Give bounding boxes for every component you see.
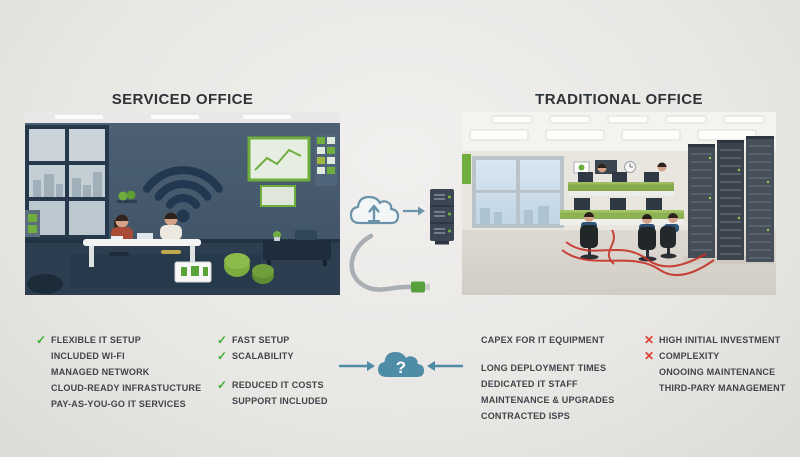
worker-1 bbox=[580, 212, 599, 260]
list-item: CLOUD-READY INFRASTUCTURE bbox=[36, 380, 201, 396]
worker-3 bbox=[660, 213, 679, 259]
plant bbox=[117, 190, 137, 203]
back-desk-row bbox=[568, 162, 674, 196]
serviced-office-scene bbox=[25, 112, 340, 295]
server-icon bbox=[430, 189, 454, 245]
traditional-drawbacks-primary-list: CAPEX FOR IT EQUIPMENT LONG DEPLOYMENT T… bbox=[481, 332, 614, 424]
server-racks bbox=[684, 136, 774, 264]
network-cables bbox=[561, 229, 715, 276]
cloud-upload-icon bbox=[349, 195, 400, 225]
list-item: ✓ FLEXIBLE IT SETUP bbox=[36, 332, 201, 348]
wall-displays bbox=[247, 134, 337, 207]
serviced-office-title: SERVICED OFFICE bbox=[111, 91, 254, 108]
traditional-office-scene bbox=[462, 112, 776, 295]
arrow-right-icon bbox=[403, 206, 425, 216]
list-item-label: PAY-AS-YOU-GO IT SERVICES bbox=[51, 399, 186, 409]
list-item: LONG DEPLOYMENT TIMES bbox=[481, 360, 614, 376]
wifi-icon bbox=[143, 166, 223, 223]
window bbox=[25, 125, 109, 239]
question-mark: ? bbox=[396, 358, 406, 377]
floor-sign bbox=[174, 261, 212, 283]
serviced-office-illustration bbox=[25, 112, 340, 295]
list-item: CONTRACTED ISPS bbox=[481, 408, 614, 424]
list-item-label: REDUCED IT COSTS bbox=[232, 380, 324, 390]
check-icon: ✓ bbox=[36, 333, 47, 347]
list-item-label: HIGH INITIAL INVESTMENT bbox=[659, 335, 781, 345]
person-right bbox=[160, 212, 182, 240]
cross-icon: ✕ bbox=[644, 349, 655, 363]
list-item: MANAGED NETWORK bbox=[36, 364, 201, 380]
serviced-benefits-primary-list: ✓ FLEXIBLE IT SETUP INCLUDED WI-FI MANAG… bbox=[36, 332, 201, 412]
list-item-label: SUPPORT INCLUDED bbox=[232, 396, 328, 406]
list-item-label: CLOUD-READY INFRASTUCTURE bbox=[51, 383, 202, 393]
ethernet-cable-icon bbox=[349, 233, 430, 293]
list-item-label: CONTRACTED ISPS bbox=[481, 411, 571, 421]
list-item-label: FLEXIBLE IT SETUP bbox=[51, 335, 141, 345]
check-icon: ✓ bbox=[217, 378, 228, 392]
media-cabinet bbox=[263, 230, 331, 266]
list-gap bbox=[481, 348, 614, 360]
list-item: CAPEX FOR IT EQUIPMENT bbox=[481, 332, 614, 348]
list-item-label: MANAGED NETWORK bbox=[51, 367, 150, 377]
list-item-label: INCLUDED WI-FI bbox=[51, 351, 125, 361]
desk bbox=[83, 233, 201, 267]
list-item-label: SCALABILITY bbox=[232, 351, 294, 361]
list-item: ✓ SCALABILITY bbox=[217, 348, 328, 364]
list-item-label: COMPLEXITY bbox=[659, 351, 720, 361]
question-cloud-icon: ? bbox=[378, 352, 424, 377]
list-item: DEDICATED IT STAFF bbox=[481, 376, 614, 392]
list-item: INCLUDED WI-FI bbox=[36, 348, 201, 364]
list-item: ✕ COMPLEXITY bbox=[644, 348, 786, 364]
middle-icons bbox=[345, 186, 457, 308]
list-item-label: DEDICATED IT STAFF bbox=[481, 379, 578, 389]
list-item: PAY-AS-YOU-GO IT SERVICES bbox=[36, 396, 201, 412]
check-icon: ✓ bbox=[217, 349, 228, 363]
list-item-label: MAINTENANCE & UPGRADES bbox=[481, 395, 615, 405]
window bbox=[472, 156, 564, 228]
cross-icon: ✕ bbox=[644, 333, 655, 347]
list-item: ✓ FAST SETUP bbox=[217, 332, 328, 348]
list-gap bbox=[217, 364, 328, 377]
comparison-cloud: ? bbox=[337, 341, 465, 389]
traditional-drawbacks-secondary-list: ✕ HIGH INITIAL INVESTMENT ✕ COMPLEXITY O… bbox=[644, 332, 786, 396]
list-item: SUPPORT INCLUDED bbox=[217, 393, 328, 409]
list-item: MAINTENANCE & UPGRADES bbox=[481, 392, 614, 408]
list-item: ONOOING MAINTENANCE bbox=[644, 364, 786, 380]
list-item-label: ONOOING MAINTENANCE bbox=[659, 367, 776, 377]
front-desk-row bbox=[560, 198, 684, 225]
list-item-label: LONG DEPLOYMENT TIMES bbox=[481, 363, 607, 373]
list-item-label: THIRD-PARY MANAGEMENT bbox=[659, 383, 786, 393]
list-item: ✕ HIGH INITIAL INVESTMENT bbox=[644, 332, 786, 348]
outlet-panel bbox=[25, 210, 40, 237]
traditional-office-illustration bbox=[462, 112, 776, 295]
serviced-benefits-secondary-list: ✓ FAST SETUP ✓ SCALABILITY ✓ REDUCED IT … bbox=[217, 332, 328, 409]
ottomans bbox=[224, 253, 274, 284]
check-icon: ✓ bbox=[217, 333, 228, 347]
list-item-label: FAST SETUP bbox=[232, 335, 290, 345]
traditional-office-title: TRADITIONAL OFFICE bbox=[535, 91, 703, 108]
list-item: ✓ REDUCED IT COSTS bbox=[217, 377, 328, 393]
arrow-right-icon bbox=[339, 361, 375, 371]
worker-2 bbox=[638, 214, 657, 262]
arrow-left-icon bbox=[427, 361, 463, 371]
list-item-label: CAPEX FOR IT EQUIPMENT bbox=[481, 335, 605, 345]
list-item: THIRD-PARY MANAGEMENT bbox=[644, 380, 786, 396]
